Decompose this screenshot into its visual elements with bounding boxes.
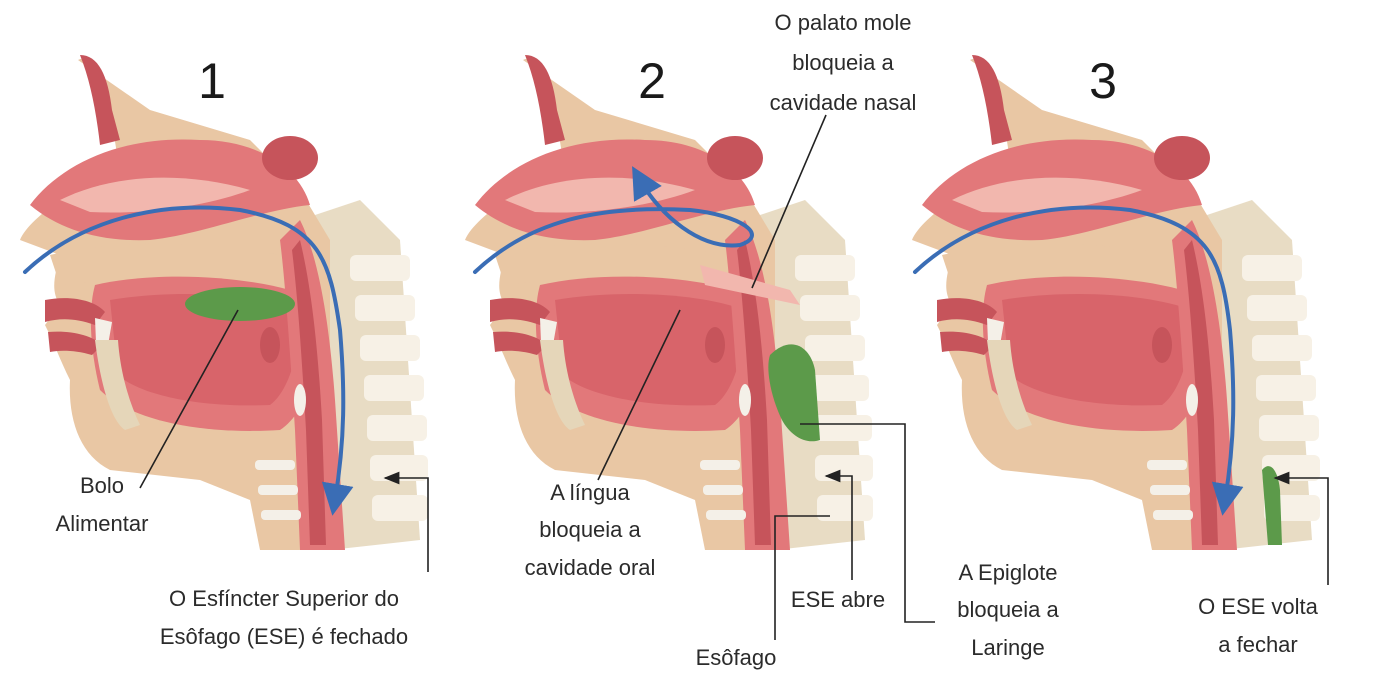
panel-number-1: 1 (198, 53, 226, 109)
svg-text:bloqueia a: bloqueia a (792, 50, 894, 75)
label-ese-abre: ESE abre (791, 587, 885, 612)
panel-number-3: 3 (1089, 53, 1117, 109)
svg-text:A Epiglote: A Epiglote (958, 560, 1057, 585)
label-esofago: Esôfago (696, 645, 777, 670)
svg-text:a fechar: a fechar (1218, 632, 1298, 657)
svg-text:Laringe: Laringe (971, 635, 1044, 660)
label-epiglote: A Epiglote bloqueia a Laringe (957, 560, 1059, 660)
svg-text:bloqueia a: bloqueia a (957, 597, 1059, 622)
label-palato-mole: O palato mole bloqueia a cavidade nasal (770, 10, 917, 115)
panel-number-2: 2 (638, 53, 666, 109)
label-lingua: A língua bloqueia a cavidade oral (525, 480, 656, 580)
svg-text:A língua: A língua (550, 480, 630, 505)
panel-3: 3 (912, 53, 1320, 550)
panel-2: 2 (465, 53, 873, 550)
svg-text:O palato mole: O palato mole (775, 10, 912, 35)
svg-text:Bolo: Bolo (80, 473, 124, 498)
svg-text:cavidade nasal: cavidade nasal (770, 90, 917, 115)
label-ese-volta: O ESE volta a fechar (1198, 594, 1319, 657)
label-bolo-alimentar: Bolo Alimentar (56, 473, 149, 536)
food-bolus (185, 287, 295, 321)
svg-text:O ESE volta: O ESE volta (1198, 594, 1319, 619)
svg-text:cavidade oral: cavidade oral (525, 555, 656, 580)
svg-text:bloqueia a: bloqueia a (539, 517, 641, 542)
svg-text:O Esfíncter Superior do: O Esfíncter Superior do (169, 586, 399, 611)
svg-text:Esôfago (ESE) é fechado: Esôfago (ESE) é fechado (160, 624, 408, 649)
label-ese-fechado: O Esfíncter Superior do Esôfago (ESE) é … (160, 586, 408, 649)
svg-text:Alimentar: Alimentar (56, 511, 149, 536)
